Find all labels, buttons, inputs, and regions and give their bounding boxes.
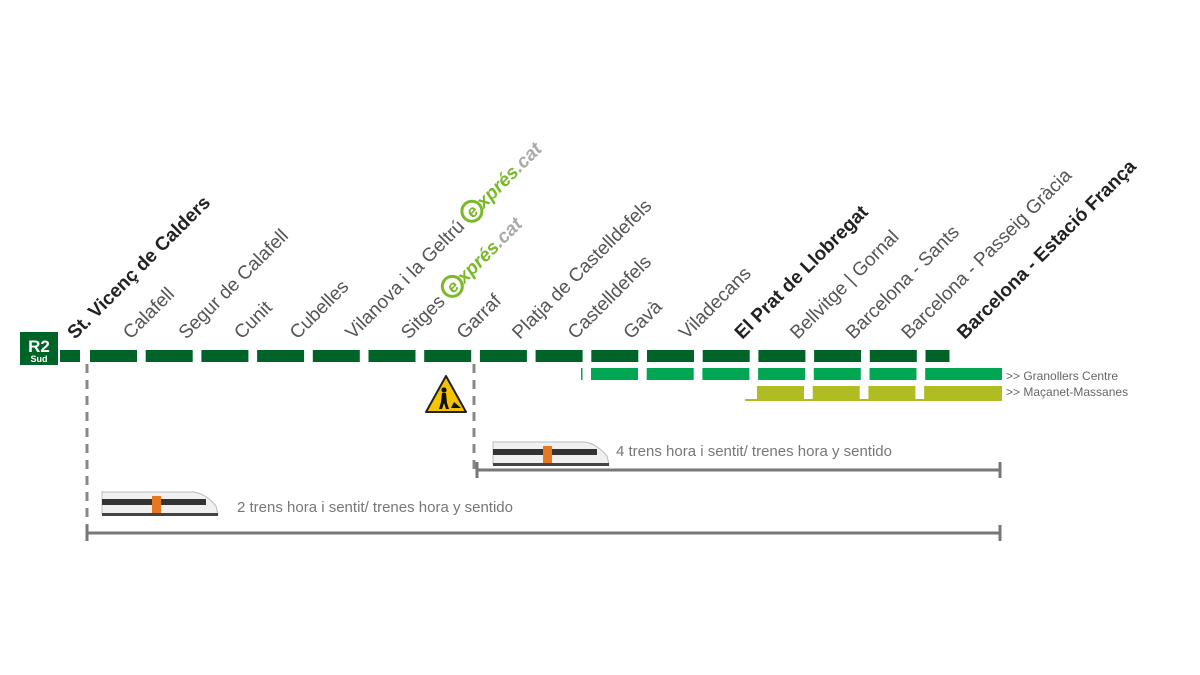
branch-segment	[924, 386, 1002, 400]
branch-segment	[646, 368, 694, 380]
track-segment	[424, 350, 472, 362]
track-segment	[60, 350, 80, 362]
line-subtitle: Sud	[31, 354, 48, 364]
branch-segment	[813, 368, 861, 380]
track-segment	[312, 350, 360, 362]
track-segment	[257, 350, 305, 362]
station-label: Cunit	[230, 297, 277, 344]
track-segment	[90, 350, 137, 362]
track-segment	[145, 350, 193, 362]
line-badge: R2 Sud	[20, 332, 58, 365]
branch-segment	[812, 386, 860, 400]
station-label: Sitges	[397, 291, 449, 343]
track-segment	[925, 350, 950, 362]
roadworks-warning-icon	[425, 375, 467, 413]
branch-segment	[868, 386, 916, 400]
frequency-label-2: 2 trens hora i sentit/ trenes hora y sen…	[237, 499, 513, 516]
track-segment	[368, 350, 416, 362]
track-segment	[814, 350, 862, 362]
branch-tracks	[581, 368, 1002, 401]
frequency-bracket-2	[85, 525, 1002, 541]
branch-segment	[869, 368, 917, 380]
train-icon	[492, 441, 610, 466]
branch-segment	[581, 368, 583, 380]
track-segment	[479, 350, 527, 362]
main-line-track	[60, 350, 950, 362]
station-label: Gavà	[620, 296, 667, 343]
station-label: Garraf	[453, 290, 506, 343]
branch-segment	[757, 386, 804, 400]
frequency-label-4: 4 trens hora i sentit/ trenes hora y sen…	[616, 443, 892, 460]
track-segment	[647, 350, 694, 362]
train-icon	[101, 491, 219, 516]
track-segment	[201, 350, 249, 362]
track-segment	[591, 350, 639, 362]
line-code: R2	[28, 337, 50, 356]
station-label: Cubelles	[286, 276, 353, 343]
branch-segment	[702, 368, 750, 380]
frequency-bracket-4	[475, 462, 1002, 478]
branch-label-granollers: >> Granollers Centre	[1006, 369, 1118, 383]
track-segment	[535, 350, 583, 362]
track-segment	[869, 350, 917, 362]
track-segment	[702, 350, 750, 362]
branch-segment	[925, 368, 1002, 380]
branch-segment	[758, 368, 806, 380]
branch-label-macanet: >> Maçanet-Massanes	[1006, 385, 1128, 399]
branch-segment	[591, 368, 638, 380]
track-segment	[758, 350, 806, 362]
